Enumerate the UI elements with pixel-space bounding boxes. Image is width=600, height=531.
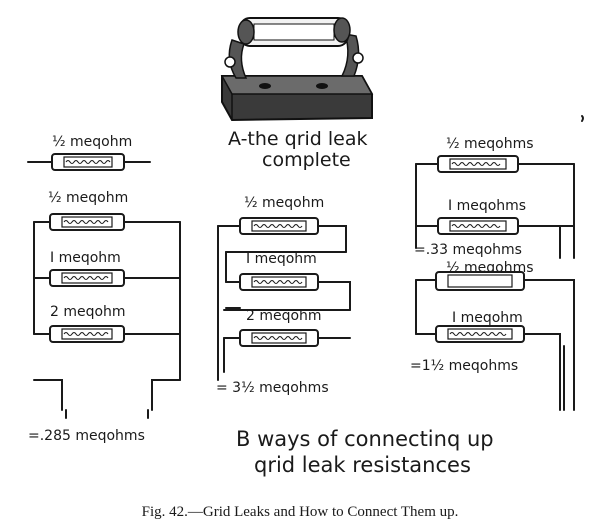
resistor-tube <box>51 153 125 171</box>
middle-label-2: I meqohm <box>246 251 317 267</box>
right-bottom-label-2: I meqohm <box>452 310 523 326</box>
right-top-label-2: I meqohms <box>448 198 526 214</box>
right-top-label-1: ½ meqohms <box>446 136 534 152</box>
left-result: =.285 meqohms <box>28 428 145 444</box>
stray-mark <box>581 115 584 122</box>
middle-result: = 3½ meqohms <box>216 380 329 396</box>
middle-label-3: 2 meqohm <box>246 308 322 324</box>
left-label-3: 2 meqohm <box>50 304 126 320</box>
parallel-two-circuit: ½ meqohms I meqohms =.33 meqohms <box>414 136 575 259</box>
title-b-line2: qrid leak resistances <box>254 453 471 477</box>
series-two-circuit: ½ meqohms I meqohm =1½ meqohms <box>410 260 575 411</box>
middle-label-1: ½ meqohm <box>244 195 324 211</box>
figure-caption: Fig. 42.—Grid Leaks and How to Connect T… <box>142 504 459 520</box>
grid-leak-holder-illustration <box>220 17 374 122</box>
single-grid-leak: ½ meqohm <box>27 134 151 171</box>
left-label-2: I meqohm <box>50 250 121 266</box>
left-label-1: ½ meqohm <box>48 190 128 206</box>
parallel-three-circuit: ½ meqohm I meqohm 2 meqohm =.285 meqohms <box>28 190 181 444</box>
series-circuit: ½ meqohm I meqohm 2 meqohm = 3½ meqohms <box>216 195 351 396</box>
title-a-line2: complete <box>262 149 351 171</box>
title-a-line1: A-the qrid leak <box>228 128 368 150</box>
right-bottom-result: =1½ meqohms <box>410 358 518 374</box>
single-resistor-label: ½ meqohm <box>52 134 132 150</box>
right-top-result: =.33 meqohms <box>414 242 522 258</box>
title-b-line1: B ways of connectinq up <box>236 427 494 451</box>
